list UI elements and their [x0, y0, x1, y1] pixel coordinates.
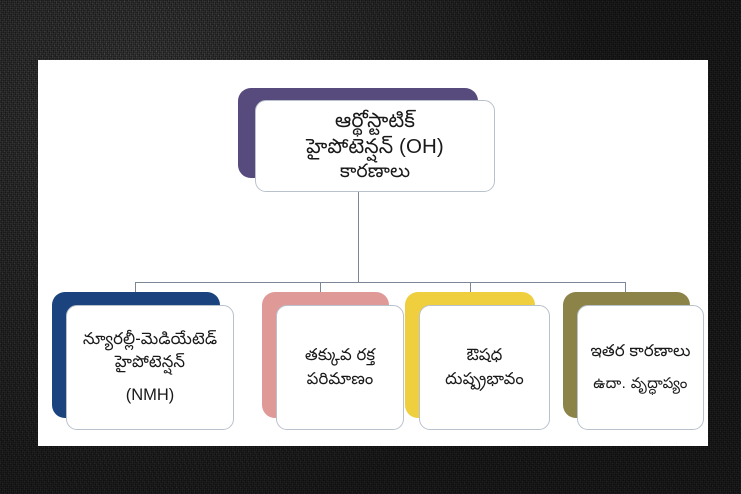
nmh-line-1: న్యూరల్లీ-మెడియేటెడ్ [82, 329, 218, 348]
node-low-blood-volume[interactable]: తక్కువ రక్త పరిమాణం [262, 292, 404, 430]
node-other-causes[interactable]: ఇతర కారణాలు ఉదా. వృద్ధాప్యం [563, 292, 704, 430]
other-causes-example: ఉదా. వృద్ధాప్యం [593, 374, 688, 392]
node-card-blood-volume[interactable]: తక్కువ రక్త పరిమాణం [276, 305, 404, 430]
drug-line-1: ఔషధ [466, 346, 503, 365]
connector-root-stem [358, 166, 359, 282]
node-card-root[interactable]: ఆర్థోస్టాటిక్ హైపోటెన్షన్ (OH) కారణాలు [255, 100, 495, 192]
node-drug-side-effect[interactable]: ఔషధ దుష్ప్రభావం [405, 292, 550, 430]
node-orthostatic-hypotension-causes[interactable]: ఆర్థోస్టాటిక్ హైపోటెన్షన్ (OH) కారణాలు [238, 88, 495, 192]
other-causes-line-1: ఇతర కారణాలు [590, 341, 691, 360]
drug-line-2: దుష్ప్రభావం [445, 369, 524, 388]
root-line-1: ఆర్థోస్టాటిక్ [334, 108, 416, 132]
nmh-abbreviation: (NMH) [125, 385, 175, 404]
node-card-nmh[interactable]: న్యూరల్లీ-మెడియేటెడ్ హైపోటెన్షన్ (NMH) [66, 305, 234, 430]
blood-volume-line-1: తక్కువ రక్త [304, 346, 376, 365]
node-card-other[interactable]: ఇతర కారణాలు ఉదా. వృద్ధాప్యం [577, 305, 704, 430]
node-neurally-mediated-hypotension[interactable]: న్యూరల్లీ-మెడియేటెడ్ హైపోటెన్షన్ (NMH) [52, 292, 234, 430]
blood-volume-line-2: పరిమాణం [306, 369, 374, 388]
root-line-2: హైపోటెన్షన్ (OH) [306, 134, 444, 158]
node-card-drug[interactable]: ఔషధ దుష్ప్రభావం [419, 305, 550, 430]
diagram-panel: ఆర్థోస్టాటిక్ హైపోటెన్షన్ (OH) కారణాలు న… [38, 60, 708, 446]
connector-horizontal-bus [135, 282, 625, 283]
nmh-line-2: హైపోటెన్షన్ [114, 353, 186, 372]
root-line-3: కారణాలు [339, 161, 411, 183]
